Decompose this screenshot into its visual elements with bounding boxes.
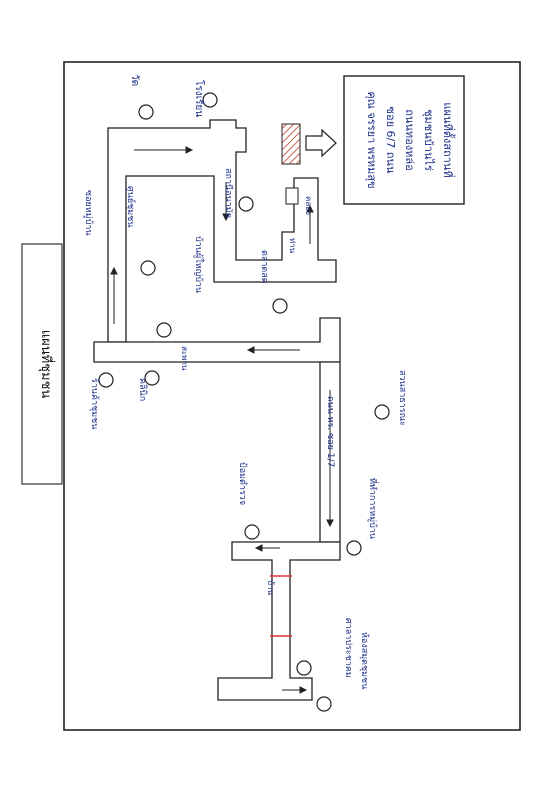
label-health: สถานีอนามัย xyxy=(223,168,234,218)
label-target: บ้าน xyxy=(266,580,275,596)
marker-house-leader xyxy=(156,322,172,338)
label-school: โรงเรียน xyxy=(193,80,206,117)
label-road-side: ซอยหมู่บ้าน xyxy=(83,190,94,236)
label-park: สวนสาธารณะ xyxy=(397,370,407,426)
marker-library xyxy=(296,660,312,676)
marker-temple xyxy=(138,104,154,120)
label-bridge: สะพาน xyxy=(180,346,189,371)
label-mosque: ศาลาประชาคม xyxy=(343,618,353,678)
svg-text:ถนนทองหล่อ: ถนนทองหล่อ xyxy=(403,109,416,171)
label-house-leader: บ้านผู้ใหญ่บ้าน xyxy=(193,236,204,293)
title-box xyxy=(21,243,63,485)
svg-text:ซอย 6/7 ถนน: ซอย 6/7 ถนน xyxy=(384,107,397,174)
info-box-lines: แผนที่ตั้งสถานที่ ชุมชนบ้านไร่ ถนนทองหล่… xyxy=(365,91,456,188)
label-police: ป้อมตำรวจ xyxy=(237,462,248,505)
marker-health xyxy=(238,196,254,212)
marker-park xyxy=(374,404,390,420)
label-shop: ร้านค้าชุมชน xyxy=(89,378,100,429)
marker-shop xyxy=(98,372,114,388)
label-you: ท่าน xyxy=(288,238,297,254)
svg-text:แผนที่ตั้งสถานที่: แผนที่ตั้งสถานที่ xyxy=(441,102,456,177)
marker-school xyxy=(202,92,218,108)
svg-text:คุณ จรรยา พรหมสุข: คุณ จรรยา พรหมสุข xyxy=(365,91,378,188)
legend-house-marker xyxy=(281,123,301,165)
label-community-center: ศูนย์ชุมชน xyxy=(125,186,137,227)
info-box xyxy=(343,75,465,205)
label-clinic: คลินิก xyxy=(137,378,148,401)
label-canal: คลอง xyxy=(304,196,313,215)
svg-text:ชุมชนบ้านไร่: ชุมชนบ้านไร่ xyxy=(422,109,435,171)
label-library: ห้องสมุดชุมชน xyxy=(359,632,370,689)
marker-village-office xyxy=(346,540,362,556)
marker-mosque xyxy=(316,696,332,712)
map-title: แผนที่ชุมชน xyxy=(38,330,55,399)
direction-arrows xyxy=(110,146,334,694)
marker-clinic xyxy=(144,370,160,386)
marker-police xyxy=(244,524,260,540)
map-frame xyxy=(63,61,521,731)
marker-community-center xyxy=(140,260,156,276)
label-village-office: ที่ทำการหมู่บ้าน xyxy=(367,478,380,539)
marker-market xyxy=(272,298,288,314)
map-labels: วัด โรงเรียน สถานีอนามัย ศูนย์ชุมชน บ้าน… xyxy=(83,74,407,689)
legend-arrow xyxy=(305,128,337,158)
target-house xyxy=(285,187,299,205)
label-temple: วัด xyxy=(129,74,140,86)
label-market: ตลาดสด xyxy=(259,250,269,284)
place-markers xyxy=(98,92,390,712)
label-road-main: ถนน ทร. ซอย 1/7 xyxy=(325,396,335,467)
road-network xyxy=(93,119,341,701)
